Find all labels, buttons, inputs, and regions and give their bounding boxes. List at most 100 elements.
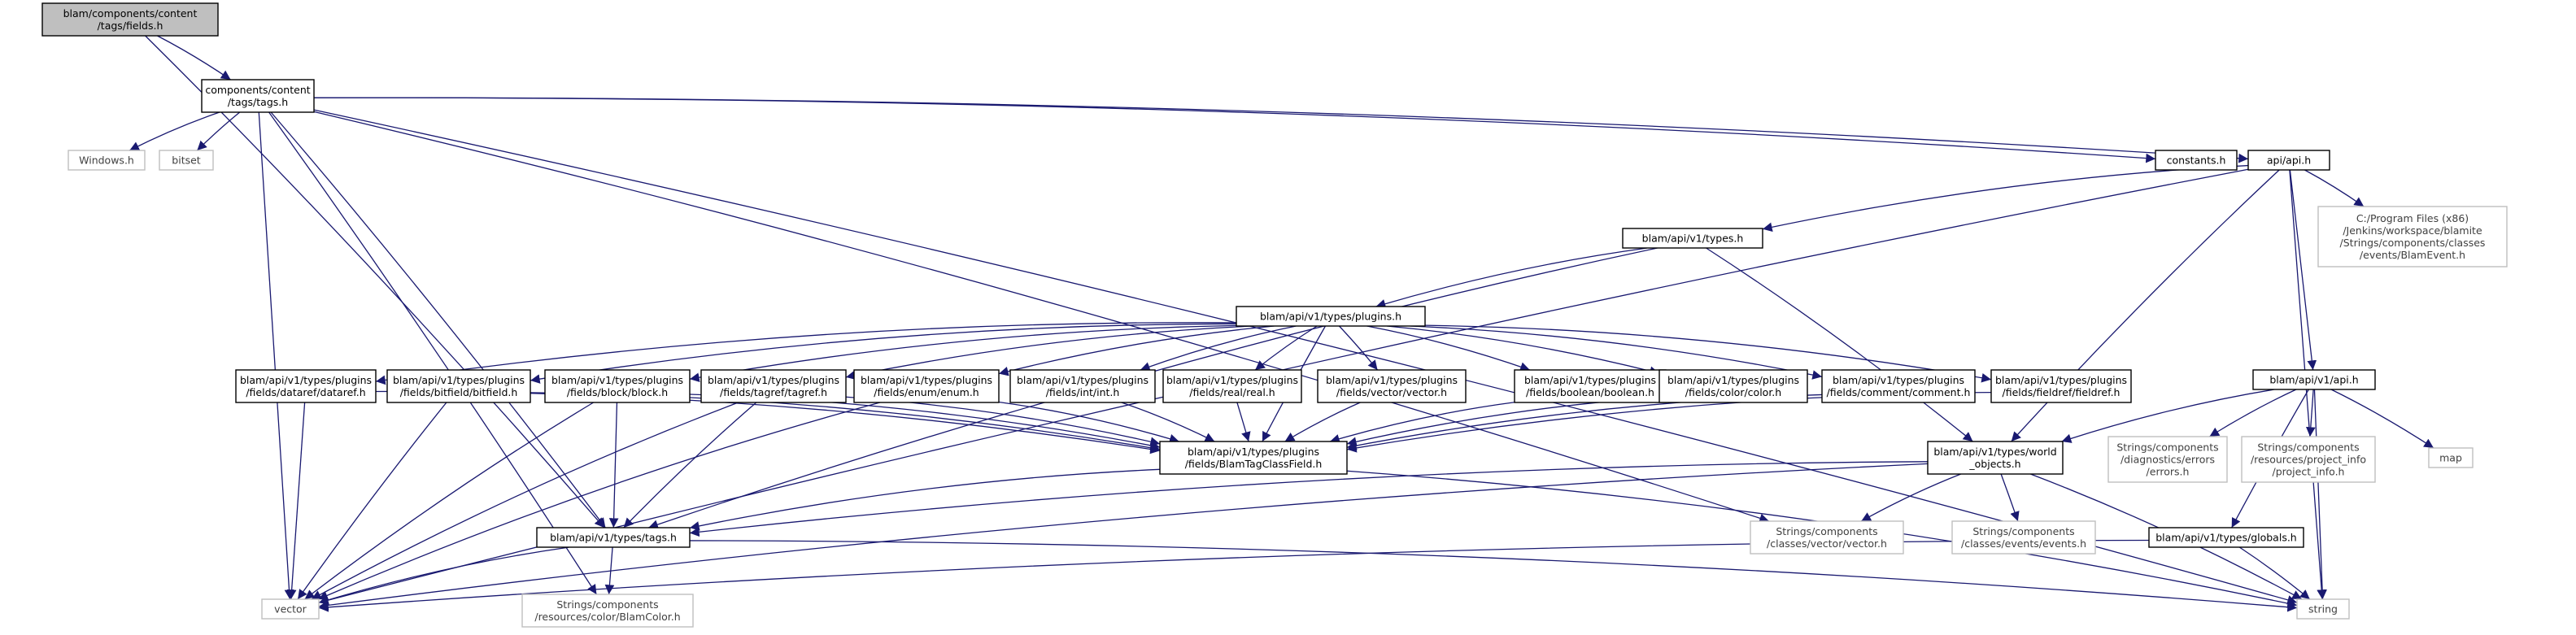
node-label: /classes/vector/vector.h bbox=[1767, 537, 1887, 550]
node-box bbox=[41, 2, 219, 37]
node-real-h[interactable]: blam/api/v1/types/plugins/fields/real/re… bbox=[1162, 369, 1302, 403]
node-box bbox=[2148, 527, 2304, 548]
edge-block_h-to-types_tags_h bbox=[608, 402, 619, 528]
node-boolean-h[interactable]: blam/api/v1/types/plugins/fields/boolean… bbox=[1514, 369, 1667, 403]
edge-tagref_h-to-vector bbox=[311, 402, 739, 600]
edge-tags_h_content-to-windows_h bbox=[129, 111, 220, 151]
node-world-objects-h[interactable]: blam/api/v1/types/world_objects.h bbox=[1927, 441, 2064, 475]
node-events-h: Strings/components/classes/events/events… bbox=[1951, 520, 2096, 555]
node-tags-h-content[interactable]: components/content/tags/tags.h bbox=[201, 79, 315, 113]
node-label: components/content bbox=[205, 84, 310, 96]
node-box bbox=[235, 369, 377, 403]
edge-types_h-to-plugins_h bbox=[1375, 247, 1648, 309]
edge-plugins_h-to-fieldref_h bbox=[1424, 324, 1992, 383]
node-fields-h[interactable]: blam/components/content/tags/fields.h bbox=[41, 2, 219, 37]
node-label: blam/api/v1/types/globals.h bbox=[2155, 532, 2296, 544]
edge-plugins_h-to-int_h bbox=[1140, 325, 1297, 372]
node-types-tags-h[interactable]: blam/api/v1/types/tags.h bbox=[536, 527, 691, 548]
edge-api_h-to-v1_api_h bbox=[2289, 169, 2317, 371]
node-label: /Jenkins/workspace/blamite bbox=[2343, 224, 2482, 237]
node-project-info-h: Strings/components/resources/project_inf… bbox=[2241, 436, 2376, 483]
node-label: Strings/components bbox=[556, 598, 658, 611]
node-label: C:/Program Files (x86) bbox=[2356, 212, 2469, 224]
edge-world_objects_h-to-types_tags_h bbox=[689, 461, 1929, 537]
node-box bbox=[2428, 447, 2474, 468]
node-enum-h[interactable]: blam/api/v1/types/plugins/fields/enum/en… bbox=[853, 369, 1000, 403]
node-label: /fields/comment/comment.h bbox=[1827, 386, 1971, 398]
edge-v1_api_h-to-string bbox=[2313, 389, 2327, 600]
node-box bbox=[2296, 598, 2350, 620]
node-types-h[interactable]: blam/api/v1/types.h bbox=[1622, 228, 1763, 249]
node-label: blam/api/v1/types/plugins bbox=[551, 374, 683, 386]
node-int-h[interactable]: blam/api/v1/types/plugins/fields/int/int… bbox=[1009, 369, 1156, 403]
node-box bbox=[1658, 369, 1808, 403]
edge-world_objects_h-to-vector_class_h bbox=[1860, 473, 1961, 522]
node-vector-field-h[interactable]: blam/api/v1/types/plugins/fields/vector/… bbox=[1317, 369, 1467, 403]
node-box bbox=[1951, 520, 2096, 555]
edge-fields_h-to-tags_h_content bbox=[157, 35, 231, 80]
node-label: blam/api/v1/api.h bbox=[2269, 374, 2358, 386]
node-box bbox=[700, 369, 847, 403]
node-label: blam/api/v1/types/plugins bbox=[1524, 374, 1656, 386]
node-v1-api-h[interactable]: blam/api/v1/api.h bbox=[2252, 369, 2376, 390]
edge-plugins_h-to-block_h bbox=[689, 324, 1237, 382]
node-api-h[interactable]: api/api.h bbox=[2247, 150, 2330, 171]
node-box bbox=[201, 79, 315, 113]
edge-tags_h_content-to-vector bbox=[258, 111, 294, 600]
node-map: map bbox=[2428, 447, 2474, 468]
edge-types_tags_h-to-blamcolor_h bbox=[604, 546, 615, 595]
node-box bbox=[1750, 520, 1904, 555]
node-label: /events/BlamEvent.h bbox=[2360, 249, 2465, 261]
node-constants-h[interactable]: constants.h bbox=[2155, 150, 2238, 171]
node-box bbox=[1162, 369, 1302, 403]
node-vector: vector bbox=[261, 598, 320, 620]
node-globals-h[interactable]: blam/api/v1/types/globals.h bbox=[2148, 527, 2304, 548]
node-label: blam/api/v1/types/tags.h bbox=[550, 532, 677, 544]
edge-tags_h_content-to-types_tags_h bbox=[270, 111, 606, 528]
edge-enum_h-to-tagclassfield_h bbox=[998, 401, 1179, 444]
edge-types_tags_h-to-vector bbox=[318, 546, 569, 605]
node-label: /errors.h bbox=[2147, 466, 2190, 478]
node-block-h[interactable]: blam/api/v1/types/plugins/fields/block/b… bbox=[544, 369, 691, 403]
node-label: Strings/components bbox=[1776, 525, 1877, 537]
node-box bbox=[2317, 206, 2508, 267]
node-label: /tags/fields.h bbox=[98, 20, 163, 32]
node-box bbox=[2241, 436, 2376, 483]
node-tagref-h[interactable]: blam/api/v1/types/plugins/fields/tagref/… bbox=[700, 369, 847, 403]
node-fieldref-h[interactable]: blam/api/v1/types/plugins/fields/fieldre… bbox=[1990, 369, 2132, 403]
node-label: Strings/components bbox=[2116, 441, 2218, 454]
node-label: /resources/color/BlamColor.h bbox=[534, 611, 680, 623]
node-box bbox=[1821, 369, 1976, 403]
node-comment-h[interactable]: blam/api/v1/types/plugins/fields/comment… bbox=[1821, 369, 1976, 403]
edge-plugins_h-to-comment_h bbox=[1410, 325, 1823, 380]
node-label: /fields/BlamTagClassField.h bbox=[1185, 458, 1323, 470]
node-label: /Strings/components/classes bbox=[2340, 237, 2486, 249]
edge-plugins_h-to-boolean_h bbox=[1366, 325, 1531, 372]
node-label: /tags/tags.h bbox=[228, 96, 288, 108]
node-label: blam/api/v1/types/plugins bbox=[240, 374, 372, 386]
edge-tags_h_content-to-vector_class_h bbox=[313, 111, 1770, 523]
node-dataref-h[interactable]: blam/api/v1/types/plugins/fields/dataref… bbox=[235, 369, 377, 403]
node-bitfield-h[interactable]: blam/api/v1/types/plugins/fields/bitfiel… bbox=[386, 369, 531, 403]
node-label: /project_info.h bbox=[2273, 466, 2345, 478]
node-tagclassfield-h[interactable]: blam/api/v1/types/plugins/fields/BlamTag… bbox=[1159, 441, 1348, 475]
edge-types_tags_h-to-string bbox=[689, 540, 2298, 612]
edge-tags_h_content-to-bitset bbox=[196, 111, 241, 151]
node-label: blam/api/v1/types/plugins bbox=[1188, 446, 1319, 458]
node-color-h[interactable]: blam/api/v1/types/plugins/fields/color/c… bbox=[1658, 369, 1808, 403]
node-label: /fields/color/color.h bbox=[1685, 386, 1781, 398]
edge-vector_field_h-to-tagclassfield_h bbox=[1284, 402, 1361, 442]
node-box bbox=[68, 150, 146, 171]
node-label: _objects.h bbox=[1968, 458, 2020, 470]
node-box bbox=[2247, 150, 2330, 171]
node-plugins-h[interactable]: blam/api/v1/types/plugins.h bbox=[1236, 306, 1426, 327]
edge-bitfield_h-to-vector bbox=[297, 402, 447, 600]
node-label: blam/api/v1/types/plugins bbox=[1995, 374, 2127, 386]
node-label: api/api.h bbox=[2267, 154, 2311, 167]
node-box bbox=[1927, 441, 2064, 475]
node-box bbox=[159, 150, 214, 171]
node-label: Windows.h bbox=[79, 154, 134, 167]
dependency-nodes: blam/components/content/tags/fields.h com… bbox=[41, 2, 2508, 628]
node-label: constants.h bbox=[2167, 154, 2226, 167]
node-box bbox=[1236, 306, 1426, 327]
